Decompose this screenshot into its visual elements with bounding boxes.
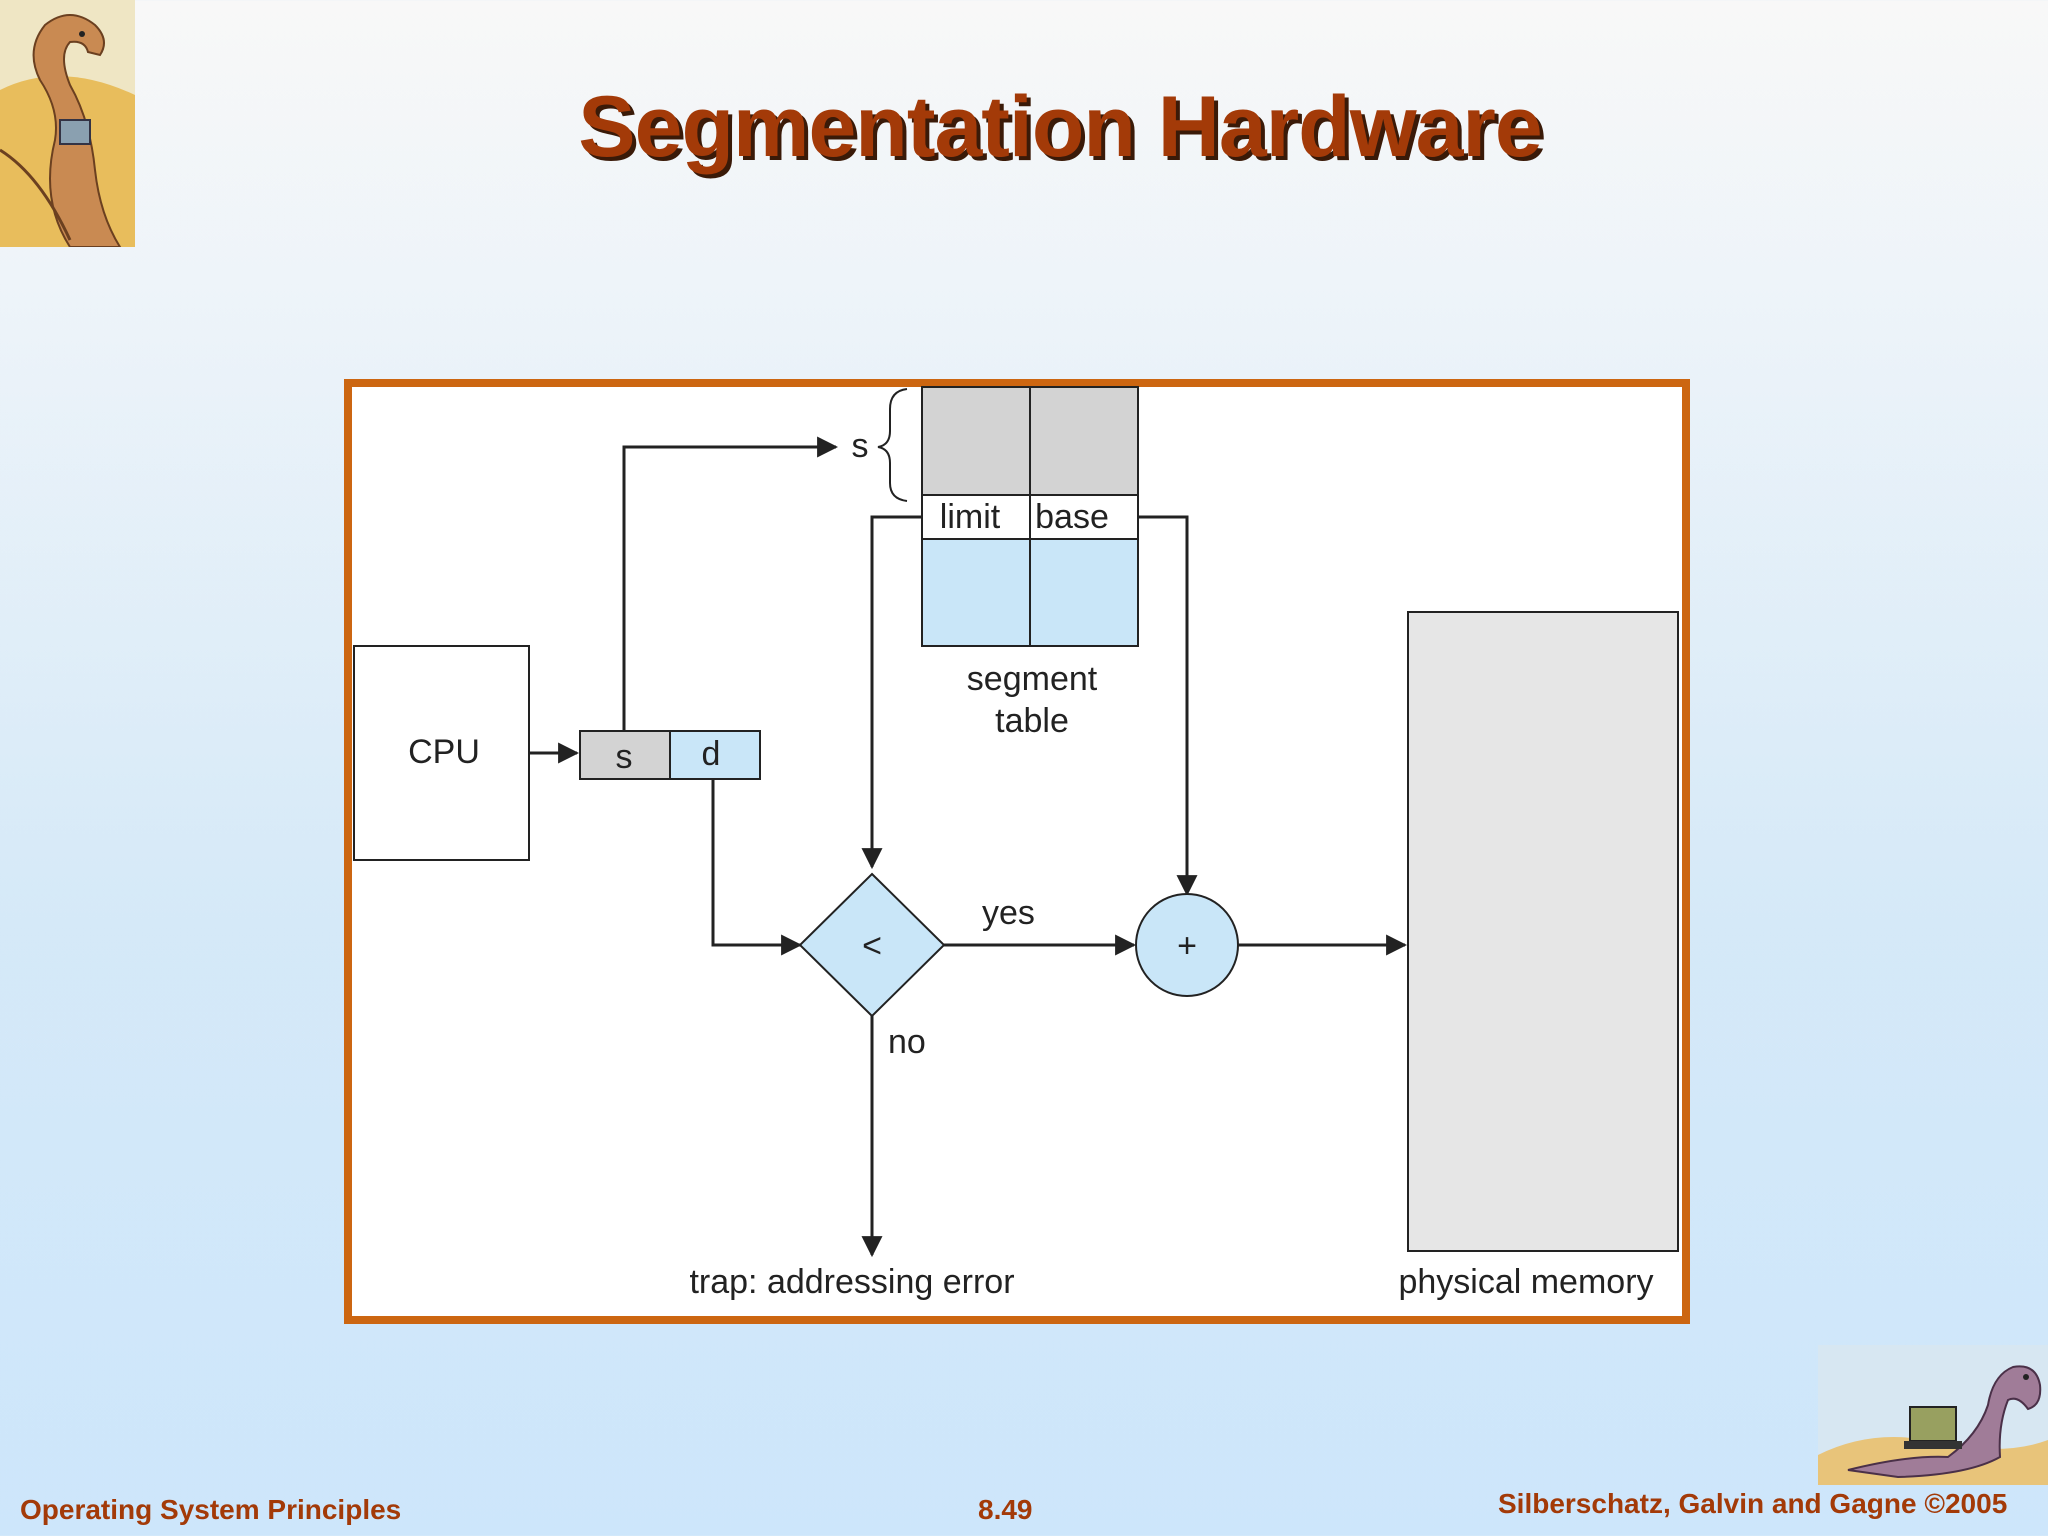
address-d-field [669, 730, 761, 780]
selector-brace [877, 388, 908, 502]
address-d-label: d [702, 735, 721, 773]
trap-label: trap: addressing error [689, 1263, 1014, 1301]
yes-label: yes [982, 894, 1035, 932]
footer-course-title: Operating System Principles [20, 1494, 402, 1525]
address-s-field [579, 730, 671, 780]
segment-table-label-2: table [995, 702, 1069, 740]
footer-page-number: 8.49 [978, 1494, 1033, 1525]
address-s-label: s [616, 738, 633, 776]
base-label: base [1035, 498, 1109, 536]
selector-s-label: s [852, 427, 869, 465]
cpu-box: CPU [353, 645, 530, 861]
limit-label: limit [940, 498, 1001, 536]
adder-circle: + [1135, 893, 1239, 997]
physical-memory-block [1407, 611, 1679, 1252]
cpu-label: CPU [408, 733, 480, 771]
footer-copyright: Silberschatz, Galvin and Gagne ©2005 [1498, 1488, 2008, 1519]
dinosaur-logo-bottom [1818, 1345, 2048, 1485]
segment-table-label-1: segment [967, 660, 1098, 698]
slide-title: Segmentation Hardware [578, 79, 1542, 175]
memory-label: physical memory [1398, 1263, 1653, 1301]
compare-symbol: < [862, 927, 882, 965]
segment-table: limit base segment table [921, 386, 1139, 740]
logical-address: s d [579, 730, 761, 780]
no-label: no [888, 1023, 926, 1061]
segmentation-diagram: CPU s d s limit base segment table [344, 379, 1690, 1324]
adder-symbol: + [1177, 927, 1197, 965]
dinosaur-logo-top [0, 0, 135, 248]
